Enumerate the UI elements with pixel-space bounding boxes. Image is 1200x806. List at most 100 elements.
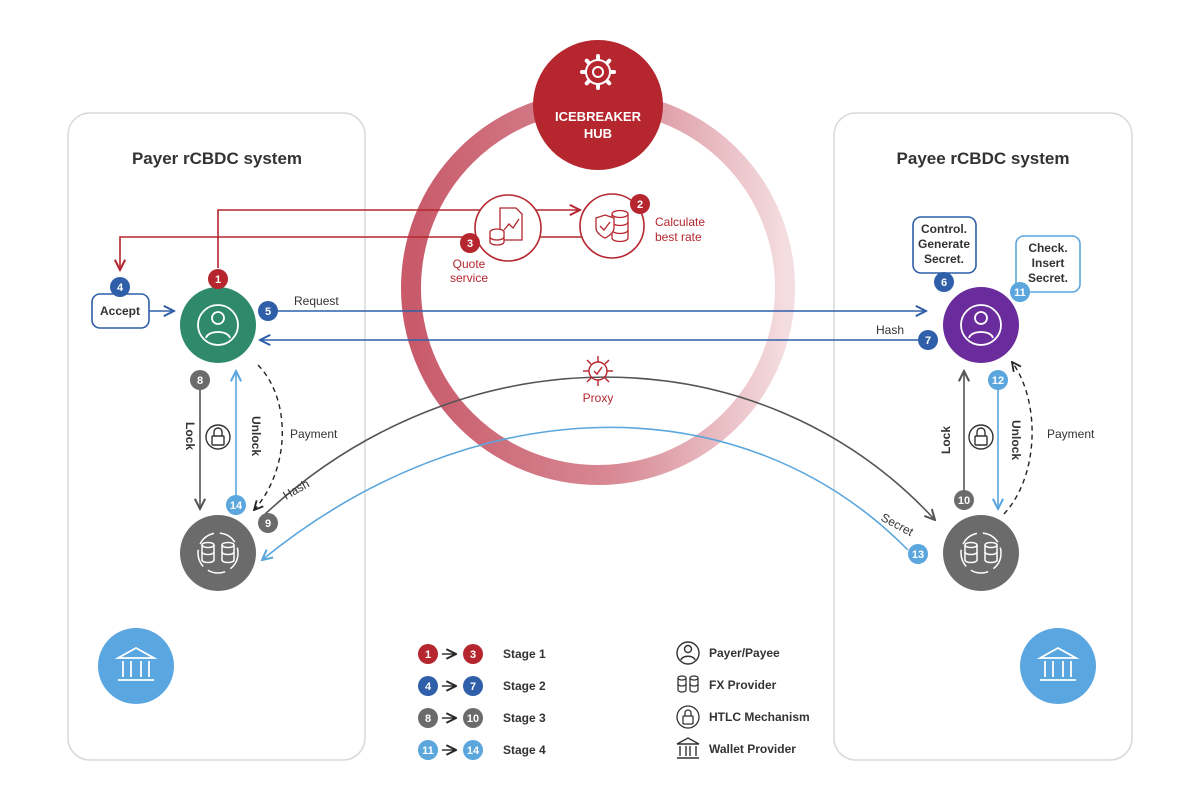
payer-node	[180, 287, 256, 363]
svg-text:8: 8	[425, 713, 431, 725]
step-badge-6: 6	[934, 272, 954, 292]
svg-text:6: 6	[941, 277, 947, 289]
step-badge-9: 9	[258, 513, 278, 533]
svg-text:11: 11	[1014, 287, 1026, 299]
step-badge-10: 10	[954, 490, 974, 510]
svg-text:13: 13	[912, 549, 924, 561]
payee-wallet-node	[1020, 628, 1096, 704]
quote-service-node	[474, 194, 542, 262]
calculate-label-line1: Calculate	[655, 215, 705, 229]
svg-text:10: 10	[958, 495, 970, 507]
step-badge-5: 5	[258, 301, 278, 321]
legend-person-icon	[676, 641, 700, 665]
payee-fx-node	[943, 515, 1019, 591]
svg-text:14: 14	[467, 745, 480, 757]
svg-text:FX Provider: FX Provider	[709, 678, 777, 692]
payer-person-icon	[197, 304, 239, 346]
svg-text:4: 4	[425, 681, 432, 693]
svg-text:8: 8	[197, 375, 203, 387]
svg-text:11: 11	[422, 745, 434, 757]
svg-text:14: 14	[230, 500, 243, 512]
accept-label: Accept	[100, 304, 140, 318]
quote-label-line1: Quote	[453, 257, 486, 271]
hash-arc-arrow	[261, 376, 935, 520]
step-badge-2: 2	[630, 194, 650, 214]
lock-right-label: Lock	[939, 426, 953, 454]
svg-text:12: 12	[992, 375, 1004, 387]
check-label-line3: Secret.	[1028, 271, 1068, 285]
secret-arc-arrow	[262, 426, 909, 560]
legend-wallet-provider: Wallet Provider	[676, 737, 796, 759]
legend-stage-3: 8 10 Stage 3	[418, 708, 546, 728]
legend-stage-2-label: Stage 2	[503, 679, 546, 693]
check-label-line1: Check.	[1028, 241, 1067, 255]
svg-text:7: 7	[925, 335, 931, 347]
payment-left-label: Payment	[290, 427, 338, 441]
legend-htlc: HTLC Mechanism	[676, 705, 810, 729]
payee-panel-title: Payee rCBDC system	[897, 149, 1070, 168]
svg-text:1: 1	[425, 649, 431, 661]
step-badge-13: 13	[908, 544, 928, 564]
payee-bank-icon	[1036, 646, 1080, 681]
request-quote-arrow	[217, 210, 580, 268]
step-badge-4: 4	[110, 277, 130, 297]
step-badge-1: 1	[208, 269, 228, 289]
quote-document-icon	[489, 207, 523, 246]
svg-text:2: 2	[637, 199, 643, 211]
payer-panel-title: Payer rCBDC system	[132, 149, 302, 168]
svg-text:Payer/Payee: Payer/Payee	[709, 646, 780, 660]
hash-top-label: Hash	[876, 323, 904, 337]
svg-text:9: 9	[265, 518, 271, 530]
hub-title-line1: ICEBREAKER	[555, 109, 642, 124]
unlock-right-label: Unlock	[1009, 420, 1023, 460]
control-label-line2: Generate	[918, 237, 970, 251]
step-badge-12: 12	[988, 370, 1008, 390]
svg-text:3: 3	[467, 238, 473, 250]
gear-icon	[580, 54, 616, 90]
svg-text:4: 4	[117, 282, 124, 294]
lock-right-icon	[968, 424, 994, 450]
legend-payer-payee: Payer/Payee	[676, 641, 780, 665]
legend-fx-provider: FX Provider	[677, 675, 777, 693]
svg-text:HTLC Mechanism: HTLC Mechanism	[709, 710, 810, 724]
legend-stage-1-label: Stage 1	[503, 647, 546, 661]
control-label-line3: Secret.	[924, 252, 964, 266]
step-badge-7: 7	[918, 330, 938, 350]
payment-right-label: Payment	[1047, 427, 1095, 441]
check-box	[1015, 235, 1081, 293]
svg-text:5: 5	[265, 306, 271, 318]
payer-fx-node	[180, 515, 256, 591]
step-badge-8: 8	[190, 370, 210, 390]
payment-right-arrow	[1003, 362, 1033, 515]
calculate-label-line2: best rate	[655, 230, 702, 244]
legend-bank-icon	[676, 737, 700, 759]
icebreaker-hub	[533, 40, 663, 170]
legend-stage-2: 4 7 Stage 2	[418, 676, 546, 696]
legend-stage-1: 1 3 Stage 1	[418, 644, 546, 664]
unlock-left-label: Unlock	[249, 416, 263, 456]
payment-left-arrow	[254, 364, 283, 510]
legend-stage-3-label: Stage 3	[503, 711, 546, 725]
quote-label-line2: service	[450, 271, 488, 285]
proxy-label: Proxy	[583, 391, 614, 405]
step-badge-3: 3	[460, 233, 480, 253]
check-label-line2: Insert	[1032, 256, 1065, 270]
lock-left-icon	[205, 424, 231, 450]
svg-text:7: 7	[470, 681, 476, 693]
request-label: Request	[294, 294, 339, 308]
legend-database-icon	[677, 675, 699, 693]
svg-text:10: 10	[467, 713, 479, 725]
control-label-line1: Control.	[921, 222, 967, 236]
payer-wallet-node	[98, 628, 174, 704]
hub-title-line2: HUB	[584, 126, 612, 141]
proxy-icon	[583, 356, 613, 386]
step-badge-14: 14	[226, 495, 246, 515]
legend-stage-4: 11 14 Stage 4	[418, 740, 546, 760]
step-badge-11: 11	[1010, 282, 1030, 302]
shield-database-icon	[595, 209, 629, 243]
svg-text:1: 1	[215, 274, 221, 286]
quote-return-arrow	[120, 236, 585, 270]
payee-fx-database-icon	[960, 532, 1002, 574]
payer-fx-database-icon	[197, 532, 239, 574]
